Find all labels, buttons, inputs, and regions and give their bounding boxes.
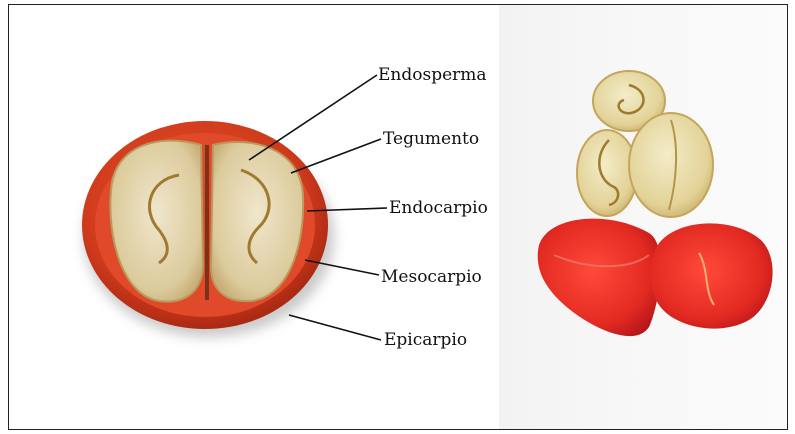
label-mesocarpio: Mesocarpio — [381, 269, 482, 286]
label-tegumento: Tegumento — [383, 131, 479, 148]
tegumento-pointer — [291, 139, 381, 173]
label-endosperma: Endosperma — [378, 67, 487, 84]
red-cherry-half-left — [538, 219, 661, 336]
figure-frame: Endosperma Tegumento Endocarpio Mesocarp… — [8, 4, 788, 430]
label-epicarpio: Epicarpio — [384, 332, 467, 349]
epicarpio-pointer — [289, 315, 381, 340]
label-endocarpio: Endocarpio — [389, 200, 488, 217]
red-cherry-half-right — [651, 223, 773, 328]
